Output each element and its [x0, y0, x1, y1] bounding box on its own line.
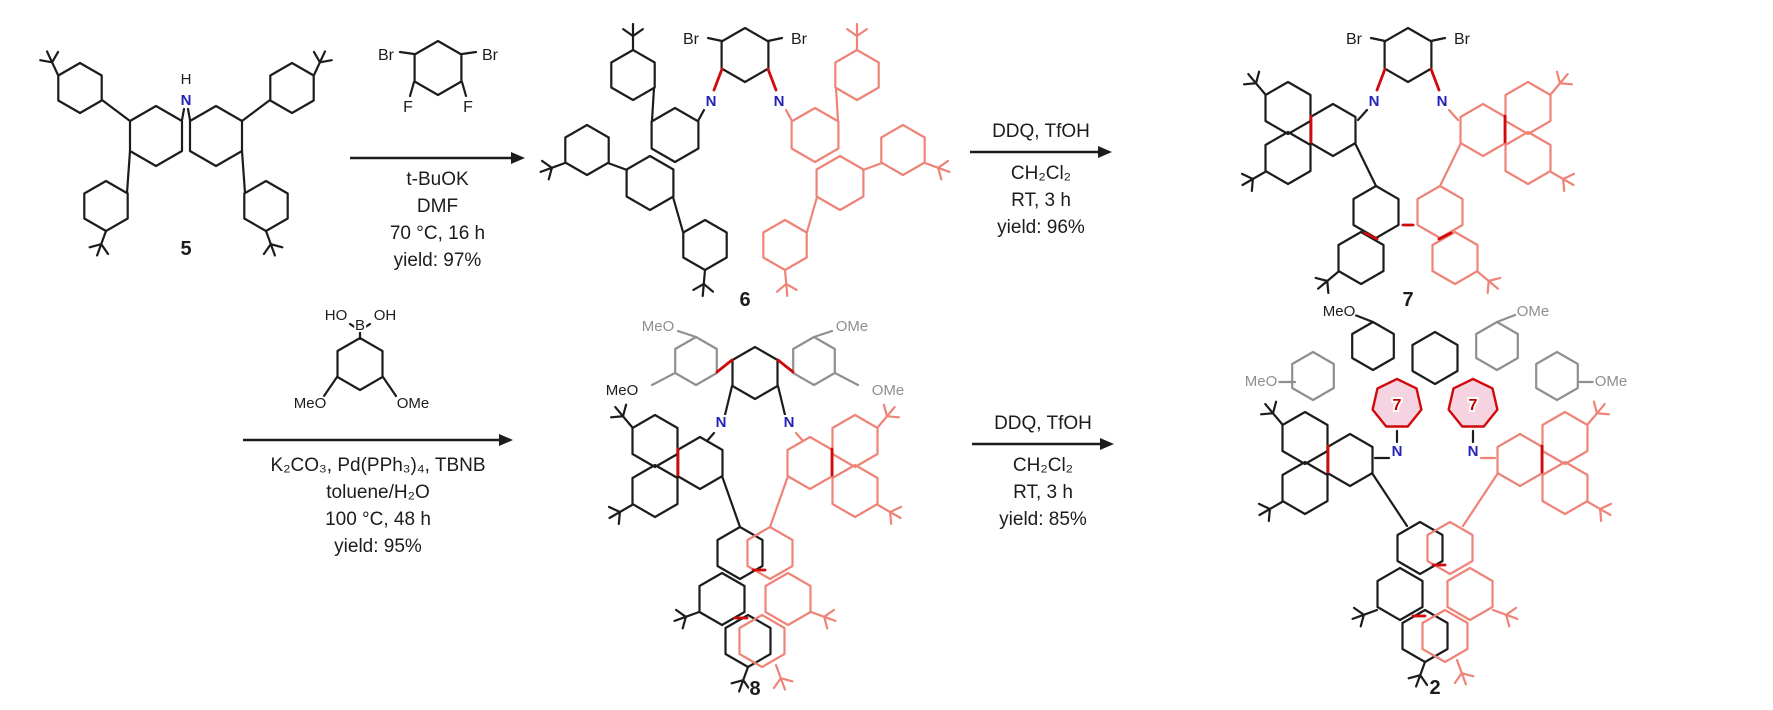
atom-label-meo: MeO — [606, 382, 639, 399]
condition-line: CH₂Cl₂ — [1012, 455, 1074, 476]
compound-6-structure: Br BrN N 6 — [539, 22, 951, 312]
atom-label-br: Br — [378, 47, 395, 64]
atom-label-ome: OMe — [836, 318, 869, 335]
compound-5-structure: HN 5 — [39, 50, 333, 260]
condition-line: DMF — [416, 196, 459, 217]
condition-line: RT, 3 h — [1011, 190, 1071, 211]
atom-label-br: Br — [1454, 31, 1471, 48]
condition-line: CH₂Cl₂ — [1010, 163, 1072, 184]
atom-label-meo: MeO — [642, 318, 675, 335]
reagent-dibromodifluorobenzene-structure: Br BrF F — [376, 39, 501, 118]
reagent-dimethoxyphenylboronic-acid-structure: HO B OH MeO OMe — [292, 305, 432, 414]
reaction-2-reagents: DDQ, TfOH — [992, 121, 1090, 142]
condition-line: 100 °C, 48 h — [325, 509, 431, 530]
reaction-arrow-2 — [970, 146, 1112, 158]
condition-line: t-BuOK — [406, 169, 469, 190]
compound-number-8: 8 — [749, 678, 760, 700]
atom-label-h: H — [181, 71, 192, 88]
reaction-2-conditions: CH₂Cl₂ RT, 3 h yield: 96% — [966, 160, 1116, 241]
atom-label-ome: OMe — [397, 395, 430, 412]
atom-label-n: N — [1468, 443, 1479, 460]
condition-line: RT, 3 h — [1013, 482, 1073, 503]
atom-label-ho: HO — [325, 307, 348, 324]
arrowhead — [1098, 146, 1112, 158]
compound-number-5: 5 — [180, 238, 191, 260]
reaction-arrow-1 — [350, 152, 525, 164]
reaction-4-reagents: DDQ, TfOH — [994, 413, 1092, 434]
condition-line: yield: 95% — [334, 536, 422, 557]
reaction-3-conditions: K₂CO₃, Pd(PPh₃)₄, TBNB toluene/H₂O 100 °… — [230, 452, 526, 560]
condition-line: yield: 96% — [997, 217, 1085, 238]
condition-line: yield: 97% — [393, 250, 482, 271]
reaction-arrow-3 — [243, 434, 513, 446]
atom-label-br: Br — [1346, 31, 1363, 48]
atom-label-oh: OH — [374, 307, 397, 324]
atom-label-ome: OMe — [1517, 303, 1550, 320]
atom-label-n: N — [784, 414, 795, 431]
atom-label-n: N — [716, 414, 727, 431]
compound-number-7: 7 — [1402, 289, 1413, 311]
arrowhead — [499, 434, 513, 446]
atom-label-br: Br — [791, 31, 808, 48]
atom-label-n: N — [1369, 93, 1380, 110]
arrowhead — [511, 152, 525, 164]
seven-membered-ring-label: 7 — [1393, 397, 1402, 414]
atom-label-n: N — [1437, 93, 1448, 110]
atom-label-br: Br — [482, 47, 499, 64]
compound-number-6: 6 — [739, 289, 750, 311]
atom-label-n: N — [706, 93, 717, 110]
atom-label-b: B — [355, 317, 365, 334]
atom-label-br: Br — [683, 31, 700, 48]
atom-label-ome: OMe — [872, 382, 905, 399]
atom-label-n: N — [181, 92, 192, 109]
atom-label-ome: OMe — [1595, 373, 1628, 390]
atom-label-f: F — [463, 99, 473, 116]
seven-membered-ring-label: 7 — [1469, 397, 1478, 414]
reaction-arrow-4 — [972, 438, 1114, 450]
compound-7-structure: Br BrN N 7 — [1240, 26, 1576, 312]
atom-label-n: N — [774, 93, 785, 110]
atom-label-meo: MeO — [1323, 303, 1356, 320]
condition-line: 70 °C, 16 h — [389, 223, 486, 244]
condition-line: K₂CO₃, Pd(PPh₃)₄, TBNB — [270, 455, 486, 476]
atom-label-n: N — [1392, 443, 1403, 460]
atom-label-f: F — [403, 99, 413, 116]
reaction-1-conditions: t-BuOK DMF 70 °C, 16 h yield: 97% — [345, 166, 530, 274]
condition-line: yield: 85% — [999, 509, 1087, 530]
arrowhead — [1100, 438, 1114, 450]
compound-number-2: 2 — [1429, 677, 1440, 699]
reaction-4-conditions: CH₂Cl₂ RT, 3 h yield: 85% — [968, 452, 1118, 533]
atom-label-meo: MeO — [1245, 373, 1278, 390]
atom-label-meo: MeO — [294, 395, 327, 412]
condition-line: toluene/H₂O — [326, 482, 430, 503]
